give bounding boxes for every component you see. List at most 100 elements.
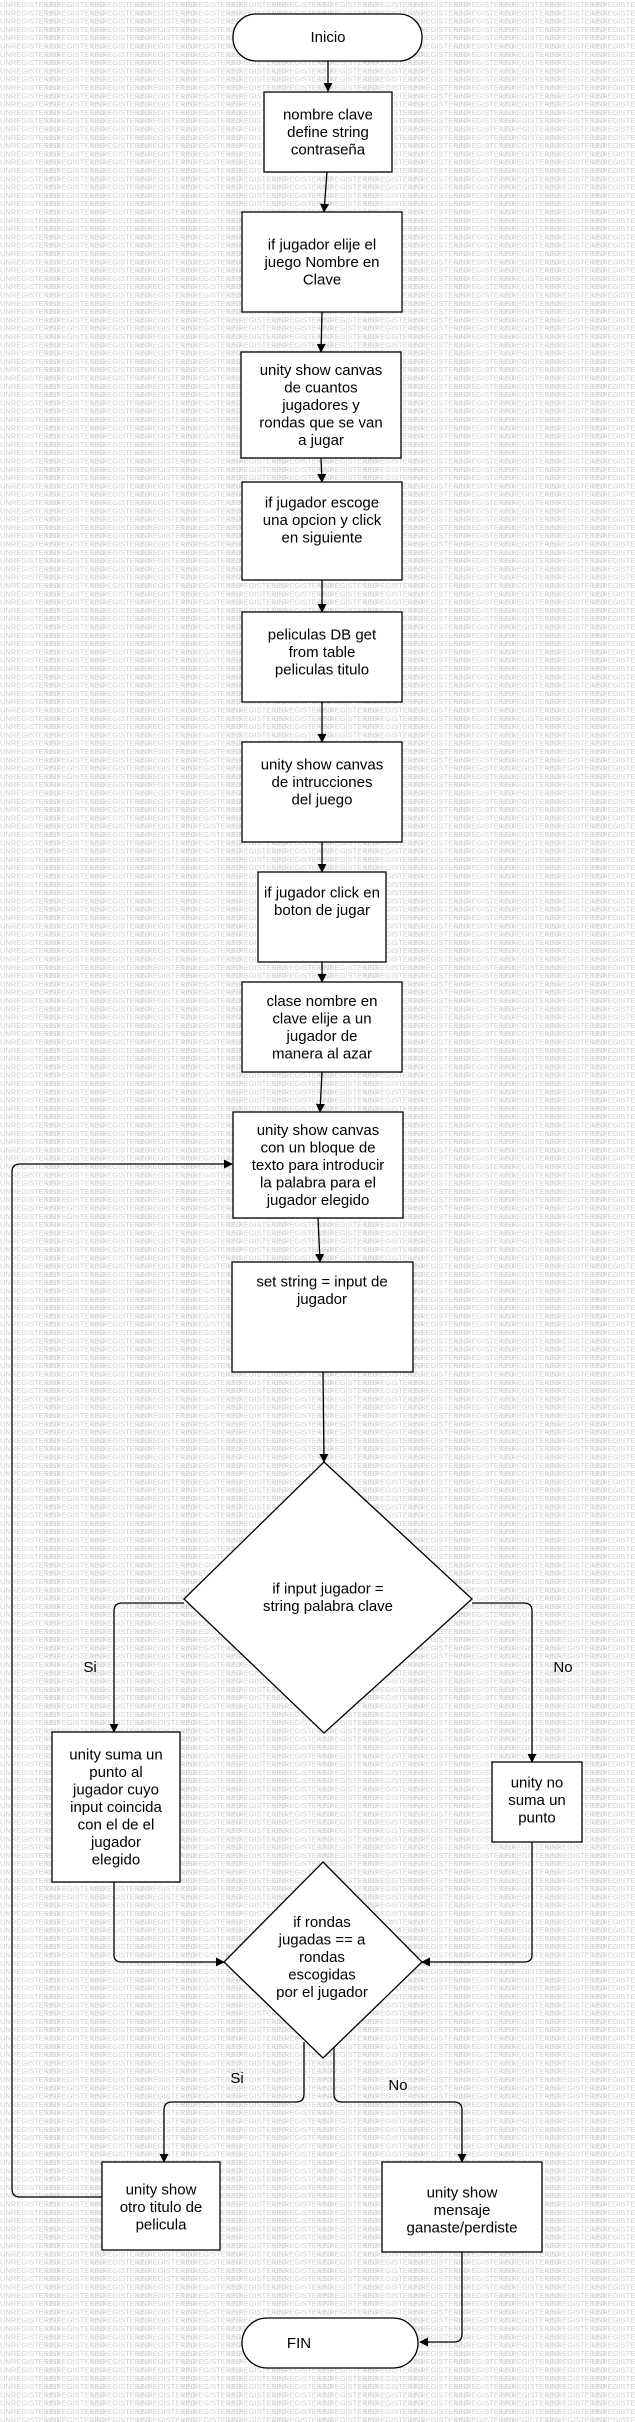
edge-rondas-no [333, 2042, 467, 2163]
label-line: set string = input de [256, 1273, 387, 1290]
label-line: from table [289, 644, 356, 661]
canvas-jugadores-node [240, 351, 402, 459]
label-line: elegido [92, 1852, 140, 1869]
label-line: clase nombre en [267, 993, 378, 1010]
peliculas-db-node [241, 611, 403, 703]
otro-titulo-node [101, 2161, 221, 2251]
label-line: juego Nombre en [263, 254, 379, 271]
label-line: jugador [296, 1291, 347, 1308]
label-line: contraseña [291, 142, 366, 159]
edge-mensaje-to-fin [419, 2252, 463, 2347]
label-line: a jugar [298, 432, 344, 449]
label-line: unity suma un [69, 1747, 162, 1764]
label-line: unity show [126, 2182, 197, 2199]
end-node [241, 2317, 419, 2369]
label-line: Inicio [310, 29, 345, 46]
elige-azar-node [241, 981, 403, 1073]
label-line: unity show canvas [257, 1122, 380, 1139]
label-line: con un bloque de [260, 1140, 375, 1157]
label-line: punto [518, 1810, 556, 1827]
decision-input-label: if input jugador =string palabra clave [263, 1580, 393, 1615]
label-line: manera al azar [272, 1045, 372, 1062]
label-line: punto al [89, 1764, 142, 1781]
label-line: pelicula [136, 2217, 188, 2234]
edge-decision-si [109, 1602, 184, 1733]
label-line: if jugador elije el [268, 237, 376, 254]
edge-texto-to-set [315, 1217, 325, 1263]
edge-set-to-decision [319, 1371, 329, 1463]
label-line: clave elije a un [272, 1010, 371, 1027]
edge-def-to-elige [320, 171, 330, 213]
edge-label-si-1: Si [83, 1659, 96, 1676]
decision-input-node [183, 1461, 473, 1734]
edge-label-si-2: Si [230, 2070, 243, 2087]
mensaje-node [381, 2161, 543, 2253]
label-line: Clave [303, 272, 341, 289]
label-line: if jugador click en [264, 884, 380, 901]
label-line: la palabra para el [260, 1175, 376, 1192]
label-line: jugador de [286, 1028, 358, 1045]
start-node [232, 13, 423, 62]
label-line: jugadas == a [278, 1932, 366, 1949]
label-line: jugador cuyo [72, 1782, 159, 1799]
edges [11, 61, 537, 2347]
label-line: por el jugador [276, 1984, 368, 2001]
label-line: define string [287, 124, 369, 141]
label-line: if rondas [293, 1914, 351, 1931]
label-line: de intrucciones [272, 774, 373, 791]
label-line: jugador elegido [266, 1192, 370, 1209]
label-line: rondas [299, 1949, 345, 1966]
no-suma-node [491, 1761, 583, 1843]
label-line: rondas que se van [259, 415, 382, 432]
label-line: unity no [511, 1775, 564, 1792]
end-label: FIN [287, 2335, 311, 2352]
edge-azar-to-texto [315, 1071, 325, 1113]
define-clave-node [263, 91, 393, 173]
edge-label-no-1: No [553, 1659, 572, 1676]
label-line: escogidas [288, 1967, 356, 1984]
label-line: if input jugador = [272, 1580, 384, 1597]
edge-rondas-si [159, 2042, 305, 2163]
edge-decision-no [472, 1602, 537, 1763]
label-line: unity show canvas [261, 757, 384, 774]
start-label: Inicio [310, 29, 345, 46]
edge-nosuma-to-rondas [421, 1842, 533, 1967]
label-line: peliculas DB get [268, 627, 377, 644]
canvas-instrucciones-node [241, 741, 403, 843]
label-line: jugador [90, 1834, 141, 1851]
label-line: input coincida [70, 1799, 162, 1816]
label-line: texto para introducir [252, 1157, 385, 1174]
label-line: de cuantos [284, 380, 357, 397]
elige-juego-node [241, 211, 403, 313]
label-line: otro titulo de [120, 2199, 203, 2216]
label-line: jugadores y [281, 397, 360, 414]
label-line: del juego [292, 792, 353, 809]
label-line: if jugador escoge [265, 495, 379, 512]
escoge-opcion-node [241, 481, 403, 581]
decision-rondas-node [223, 1861, 423, 2059]
label-line: peliculas titulo [275, 662, 369, 679]
edge-labels: Si No Si No [83, 1659, 572, 2094]
label-line: string palabra clave [263, 1598, 393, 1615]
edge-loop-back [11, 1159, 233, 2198]
suma-punto-node [51, 1731, 181, 1883]
label-line: con el de el [78, 1817, 155, 1834]
canvas-texto-node [232, 1111, 404, 1219]
label-line: ganaste/perdiste [407, 2220, 518, 2237]
